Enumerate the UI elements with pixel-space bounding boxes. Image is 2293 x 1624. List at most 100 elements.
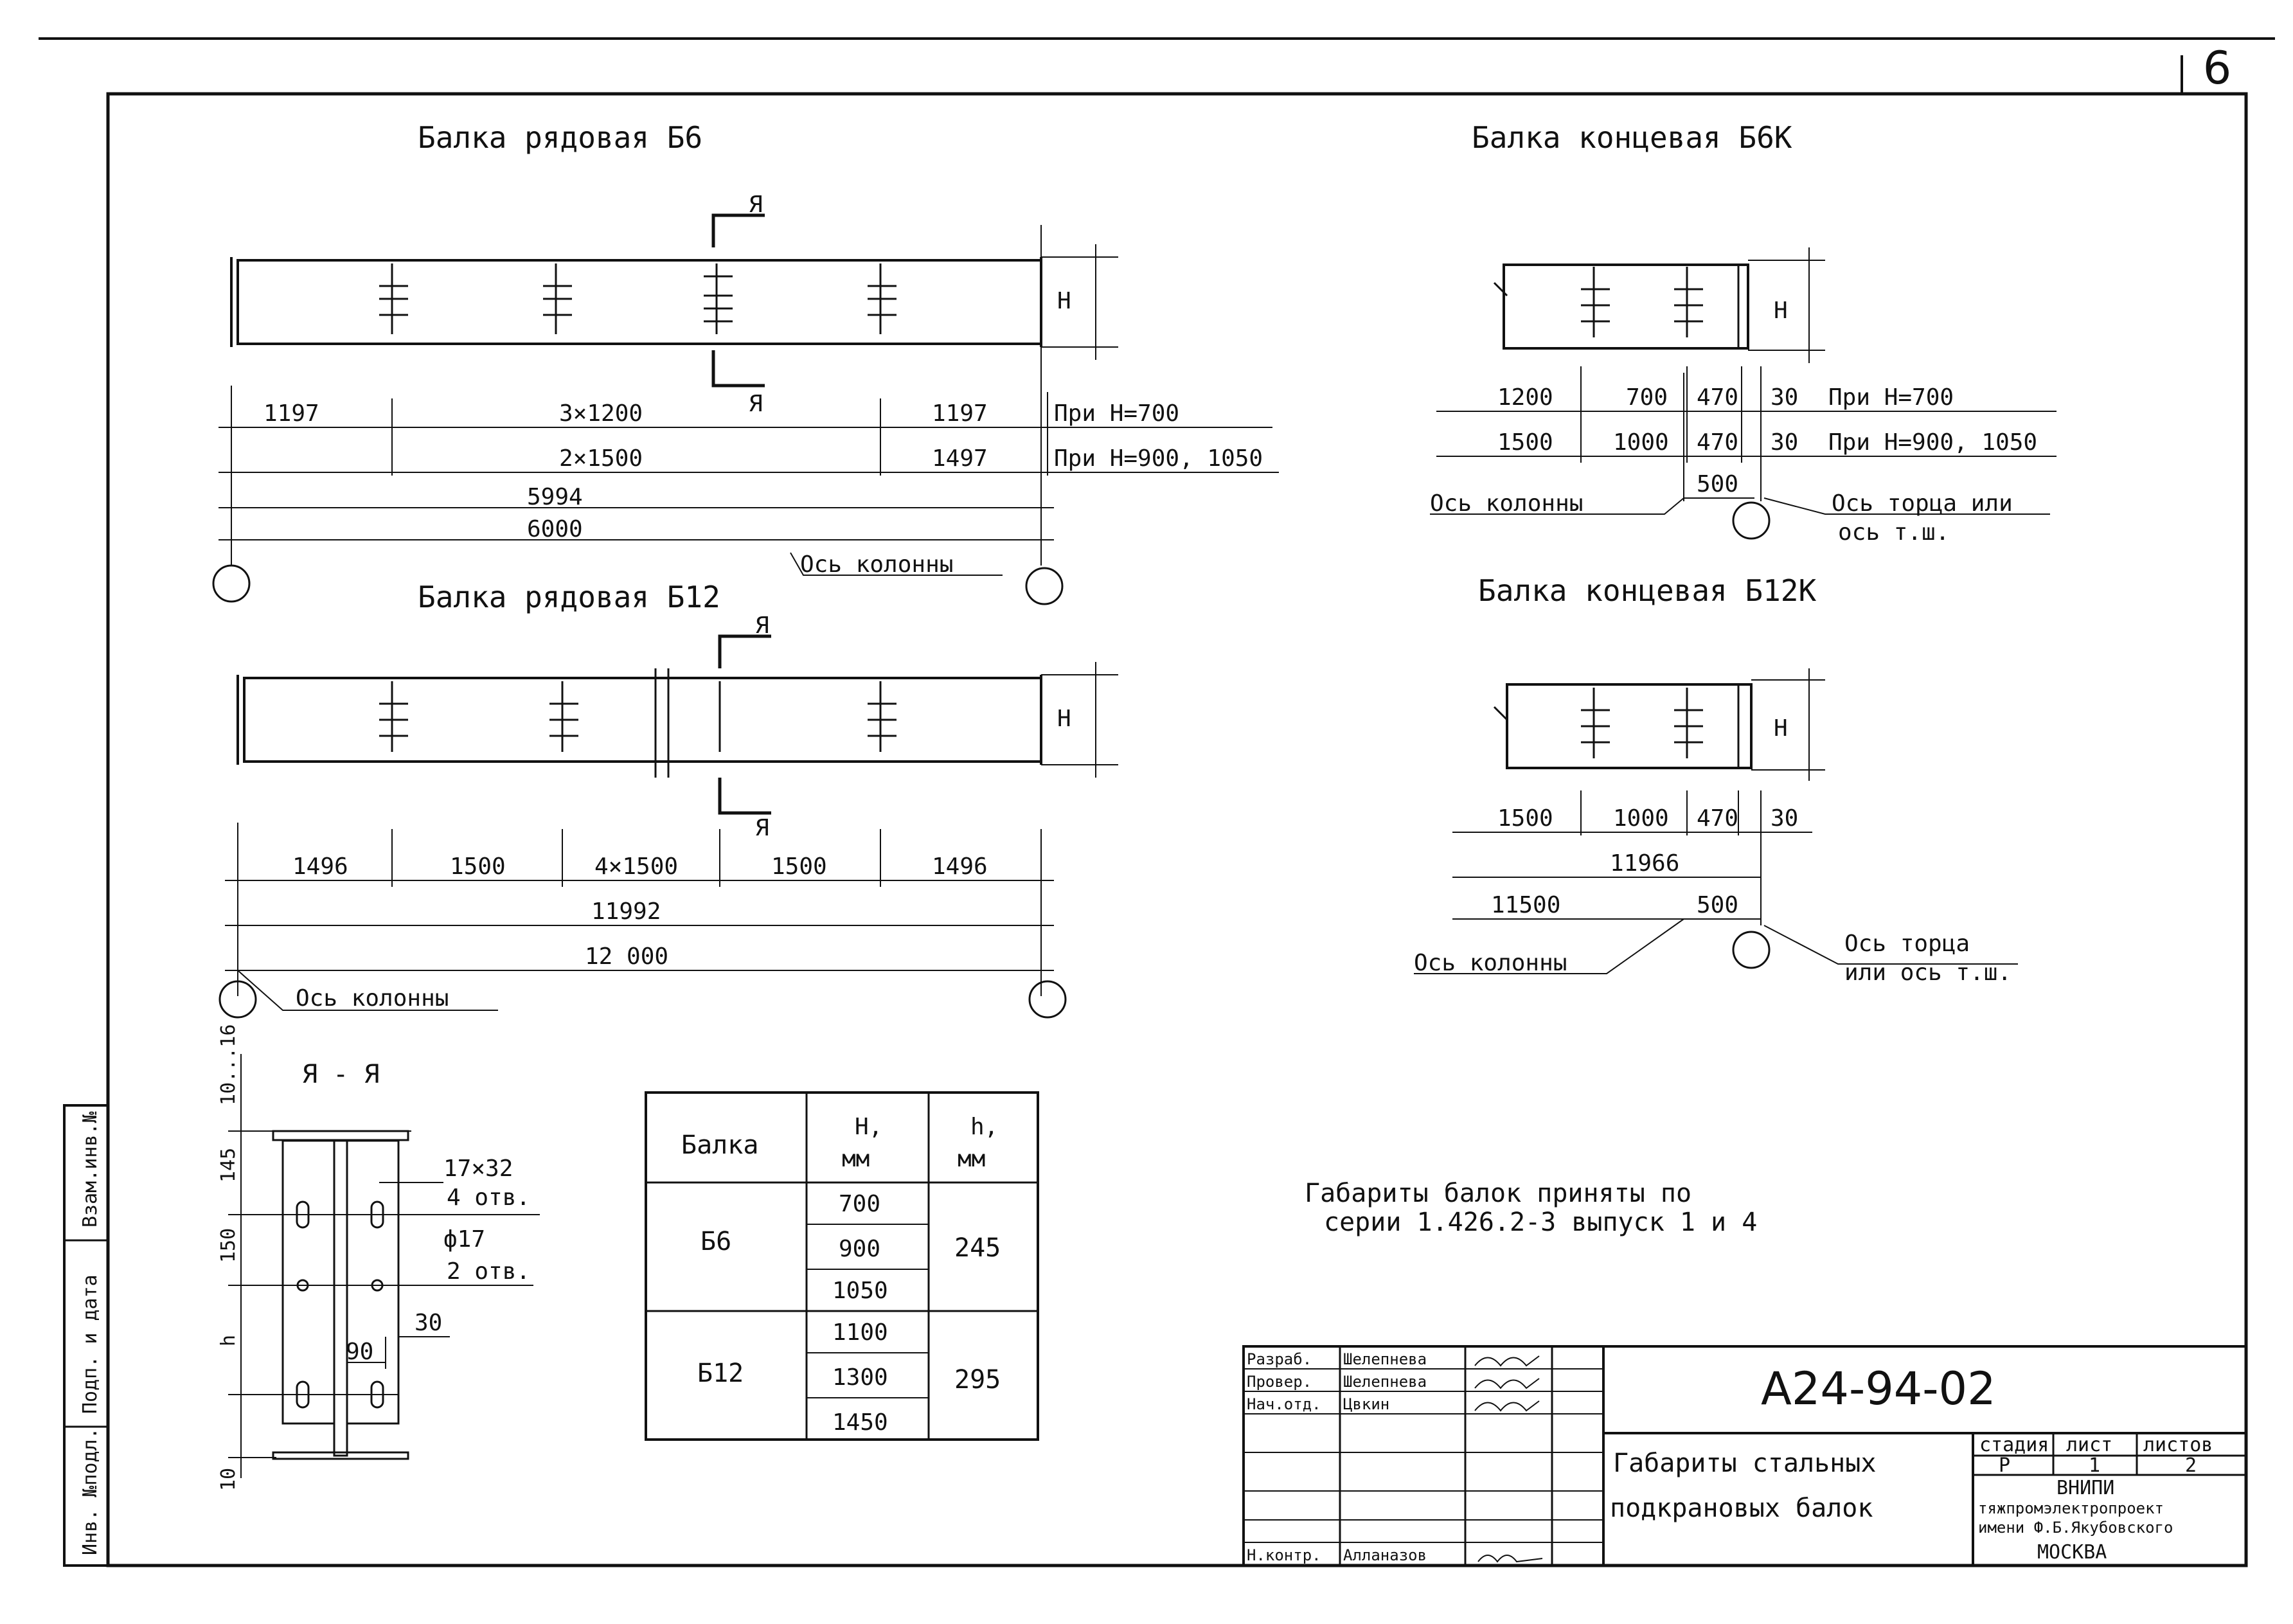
stamp-sheet: 1 xyxy=(2089,1454,2100,1477)
b12-section-mark-top: Я xyxy=(755,612,769,639)
side-sign-label: Подп. и дата xyxy=(79,1274,102,1414)
stamp-org-3: имени Ф.Б.Якубовского xyxy=(1978,1519,2173,1537)
stamp-name-3: Цвкин xyxy=(1343,1395,1389,1413)
b12k-row1-470: 470 xyxy=(1697,805,1738,832)
b6-dim-3x1200: 3×1200 xyxy=(559,400,643,427)
section-title: Я - Я xyxy=(302,1060,379,1089)
b12k-row1-30: 30 xyxy=(1771,805,1798,832)
table-header-h: h, xyxy=(970,1114,998,1140)
beam-b6 xyxy=(219,213,1279,566)
table-b6-h: 245 xyxy=(954,1233,1001,1263)
beam-b12k xyxy=(1452,668,1825,925)
b6-note-h900: При Н=900, 1050 xyxy=(1054,445,1263,472)
side-inv-label: Инв. №подл. xyxy=(79,1427,102,1555)
title-block xyxy=(1242,1345,2247,1567)
b12k-axis-col: Ось колонны xyxy=(1414,950,1567,976)
b12-axis-markers xyxy=(219,970,1067,1019)
table-b12-H-1100: 1100 xyxy=(832,1319,888,1346)
b6k-note-h700: При Н=700 xyxy=(1828,384,1954,411)
b6k-row2-470: 470 xyxy=(1697,429,1738,456)
table-b6-H-1050: 1050 xyxy=(832,1278,888,1304)
sheet-number: 6 xyxy=(2203,42,2232,94)
b12-dim-12000: 12 000 xyxy=(585,943,668,970)
stamp-name-2: Шелепнева xyxy=(1343,1373,1427,1391)
beam-b6k xyxy=(1436,247,2057,501)
b6k-row1-1200: 1200 xyxy=(1497,384,1553,411)
b12k-dim-11966: 11966 xyxy=(1610,850,1679,877)
b12k-dim-500: 500 xyxy=(1697,892,1738,918)
beam-b12 xyxy=(225,634,1118,996)
b6-section-mark-top: Я xyxy=(749,192,763,218)
section-hole2-count: 2 отв. xyxy=(447,1258,530,1285)
stamp-role-4: Н.контр. xyxy=(1247,1546,1321,1564)
title-b12: Балка рядовая Б12 xyxy=(418,580,720,614)
title-b6: Балка рядовая Б6 xyxy=(418,120,702,155)
section-hole1: 17×32 xyxy=(443,1156,513,1182)
stamp-sheets: 2 xyxy=(2185,1454,2197,1477)
b6k-axis-end2: ось т.ш. xyxy=(1838,519,1949,546)
b6k-row1-470: 470 xyxy=(1697,384,1738,411)
section-dim-145: 145 xyxy=(217,1148,240,1182)
b12k-axis-end: Ось торца xyxy=(1844,931,1970,957)
b6k-axis-markers xyxy=(1430,497,2050,540)
b6k-row2-1000: 1000 xyxy=(1613,429,1669,456)
b6k-axis-end: Ось торца или xyxy=(1832,490,2013,517)
stamp-role-1: Разраб. xyxy=(1247,1350,1312,1368)
b6k-row1-30: 30 xyxy=(1771,384,1798,411)
stamp-name-1: Шелепнева xyxy=(1343,1350,1427,1368)
beam-table xyxy=(645,1091,1039,1441)
b12-dim-1496-left: 1496 xyxy=(292,853,348,880)
stamp-org-1: ВНИПИ xyxy=(2057,1477,2114,1499)
section-dim-90: 90 xyxy=(346,1339,373,1365)
table-beam-b6: Б6 xyxy=(700,1227,731,1256)
section-hole2: ф17 xyxy=(443,1226,485,1253)
b12-dim-4x1500: 4×1500 xyxy=(594,853,678,880)
b6-dim-2x1500: 2×1500 xyxy=(559,445,643,472)
b6k-axis-col: Ось колонны xyxy=(1430,490,1583,517)
b6-dim-6000: 6000 xyxy=(527,516,583,542)
table-beam-b12: Б12 xyxy=(697,1359,744,1388)
section-dim-top: 10...16 xyxy=(217,1024,240,1105)
drawing-frame xyxy=(106,92,2248,1567)
table-b12-H-1300: 1300 xyxy=(832,1364,888,1391)
b6-section-mark-bottom: Я xyxy=(749,391,763,417)
b12k-axis-end2: или ось т.ш. xyxy=(1844,959,2012,986)
b6-height-mark: Н xyxy=(1057,288,1071,314)
table-header-H: Н, xyxy=(855,1114,882,1140)
stamp-stage-label: стадия xyxy=(1979,1434,2049,1456)
section-dim-h: h xyxy=(217,1335,240,1346)
b12-dim-1500-b: 1500 xyxy=(771,853,827,880)
note-line2: серии 1.426.2-3 выпуск 1 и 4 xyxy=(1324,1208,1757,1237)
b12-dim-1496-right: 1496 xyxy=(932,853,988,880)
title-b6k: Балка концевая Б6К xyxy=(1472,120,1792,155)
stamp-title-2: подкрановых балок xyxy=(1610,1494,1873,1523)
side-strip: Инв. №подл. Подп. и дата Взам.инв.№ xyxy=(63,1104,109,1567)
b12k-row1-1500: 1500 xyxy=(1497,805,1553,832)
b12-dim-1500-a: 1500 xyxy=(450,853,506,880)
stamp-code: А24-94-02 xyxy=(1761,1362,1996,1415)
stamp-role-2: Провер. xyxy=(1247,1373,1312,1391)
b6k-row1-700: 700 xyxy=(1626,384,1668,411)
table-b6-H-700: 700 xyxy=(839,1191,880,1217)
b12k-axis-markers xyxy=(1414,918,2018,974)
b6-dim-5994: 5994 xyxy=(527,484,583,510)
b6k-height-mark: Н xyxy=(1774,298,1788,324)
section-view xyxy=(228,1054,540,1478)
note-line1: Габариты балок приняты по xyxy=(1305,1179,1691,1208)
table-b12-H-1450: 1450 xyxy=(832,1409,888,1436)
b6-note-h700: При Н=700 xyxy=(1054,400,1179,427)
table-header-H-unit: мм xyxy=(842,1146,870,1172)
stamp-role-3: Нач.отд. xyxy=(1247,1395,1321,1413)
side-replace-label: Взам.инв.№ xyxy=(79,1111,102,1227)
b6k-row2-30: 30 xyxy=(1771,429,1798,456)
b6k-row2-1500: 1500 xyxy=(1497,429,1553,456)
b12-section-mark-bottom: Я xyxy=(755,815,769,841)
b6k-dim-500: 500 xyxy=(1697,471,1738,497)
b6-axis-markers xyxy=(212,552,1064,605)
stamp-sheets-label: листов xyxy=(2143,1434,2213,1456)
b6-dim-1197-left: 1197 xyxy=(263,400,319,427)
section-dim-10: 10 xyxy=(217,1468,240,1491)
b12-axis-label: Ось колонны xyxy=(296,985,449,1012)
section-dim-150: 150 xyxy=(217,1228,240,1263)
